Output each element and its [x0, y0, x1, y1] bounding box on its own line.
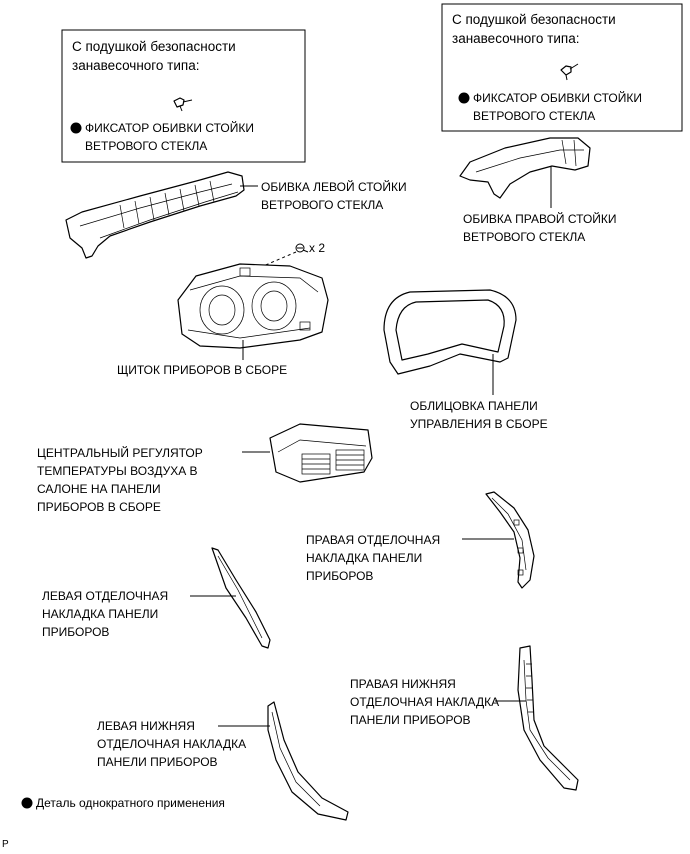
left-trim-label-line3: ПРИБОРОВ: [42, 625, 109, 639]
airbag-note-right-line1: С подушкой безопасности: [452, 12, 616, 27]
right-finish-plate-drawing: [485, 491, 535, 589]
left-pillar-label-line1: ОБИВКА ЛЕВОЙ СТОЙКИ: [261, 179, 407, 194]
left-pillar-garnish-drawing: [65, 171, 258, 259]
left-trim-label-line1: ЛЕВАЯ ОТДЕЛОЧНАЯ: [42, 589, 168, 603]
screw-count-label: x 2: [309, 241, 325, 255]
screw-icon: [295, 243, 309, 253]
cluster-label: ЩИТОК ПРИБОРОВ В СБОРЕ: [117, 363, 287, 377]
left-lower-label-line2: ОТДЕЛОЧНАЯ НАКЛАДКА: [97, 737, 246, 751]
left-lower-label-line1: ЛЕВАЯ НИЖНЯЯ: [97, 719, 195, 733]
left-lower-finish-panel-drawing: [267, 701, 349, 821]
right-pillar-label-line2: ВЕТРОВОГО СТЕКЛА: [463, 230, 585, 244]
clip-icon: [560, 63, 579, 81]
left-lower-label-line3: ПАНЕЛИ ПРИБОРОВ: [97, 755, 218, 769]
corner-mark: P: [2, 839, 9, 850]
clip-label-right-line2: ВЕТРОВОГО СТЕКЛА: [473, 109, 595, 123]
one-time-use-icon: [458, 92, 470, 104]
right-pillar-label-line1: ОБИВКА ПРАВОЙ СТОЙКИ: [463, 211, 617, 226]
right-lower-label-line3: ПАНЕЛИ ПРИБОРОВ: [350, 713, 471, 727]
airbag-note-left-line1: С подушкой безопасности: [72, 39, 236, 54]
center-air-vent-drawing: [269, 423, 373, 483]
airbag-note-right-line2: занавесочного типа:: [452, 31, 579, 46]
vent-label-line1: ЦЕНТРАЛЬНЫЙ РЕГУЛЯТОР: [37, 445, 203, 460]
right-pillar-garnish-drawing: [459, 137, 591, 199]
clip-label-left-line1: ФИКСАТОР ОБИВКИ СТОЙКИ: [85, 120, 254, 135]
right-trim-label-line1: ПРАВАЯ ОТДЕЛОЧНАЯ: [306, 533, 440, 547]
vent-label-line3: САЛОНЕ НА ПАНЕЛИ: [37, 482, 161, 496]
legend-text: Деталь однократного применения: [36, 796, 225, 810]
one-time-use-icon: [21, 797, 33, 809]
cluster-bezel-drawing: [383, 289, 517, 375]
right-lower-label-line2: ОТДЕЛОЧНАЯ НАКЛАДКА: [350, 695, 499, 709]
vent-label-line2: ТЕМПЕРАТУРЫ ВОЗДУХА В: [37, 464, 198, 478]
instrument-cluster-drawing: [177, 263, 329, 349]
clip-icon: [173, 97, 193, 112]
airbag-note-box-right: С подушкой безопасности занавесочного ти…: [441, 3, 683, 132]
bezel-label-line2: УПРАВЛЕНИЯ В СБОРЕ: [410, 417, 548, 431]
right-trim-label-line3: ПРИБОРОВ: [306, 569, 373, 583]
airbag-note-box-left: С подушкой безопасности занавесочного ти…: [61, 29, 306, 163]
clip-label-left-line2: ВЕТРОВОГО СТЕКЛА: [85, 139, 207, 153]
airbag-note-left-line2: занавесочного типа:: [72, 58, 199, 73]
left-pillar-label-line2: ВЕТРОВОГО СТЕКЛА: [261, 198, 383, 212]
right-lower-finish-panel-drawing: [517, 645, 579, 791]
vent-label-line4: ПРИБОРОВ В СБОРЕ: [37, 500, 161, 514]
left-trim-label-line2: НАКЛАДКА ПАНЕЛИ: [42, 607, 158, 621]
right-trim-label-line2: НАКЛАДКА ПАНЕЛИ: [306, 551, 422, 565]
left-finish-plate-drawing: [211, 547, 271, 649]
bezel-label-line1: ОБЛИЦОВКА ПАНЕЛИ: [410, 399, 538, 413]
clip-label-right-line1: ФИКСАТОР ОБИВКИ СТОЙКИ: [473, 90, 642, 105]
legend: Деталь однократного применения: [21, 796, 225, 810]
right-lower-label-line1: ПРАВАЯ НИЖНЯЯ: [350, 677, 456, 691]
one-time-use-icon: [70, 122, 82, 134]
